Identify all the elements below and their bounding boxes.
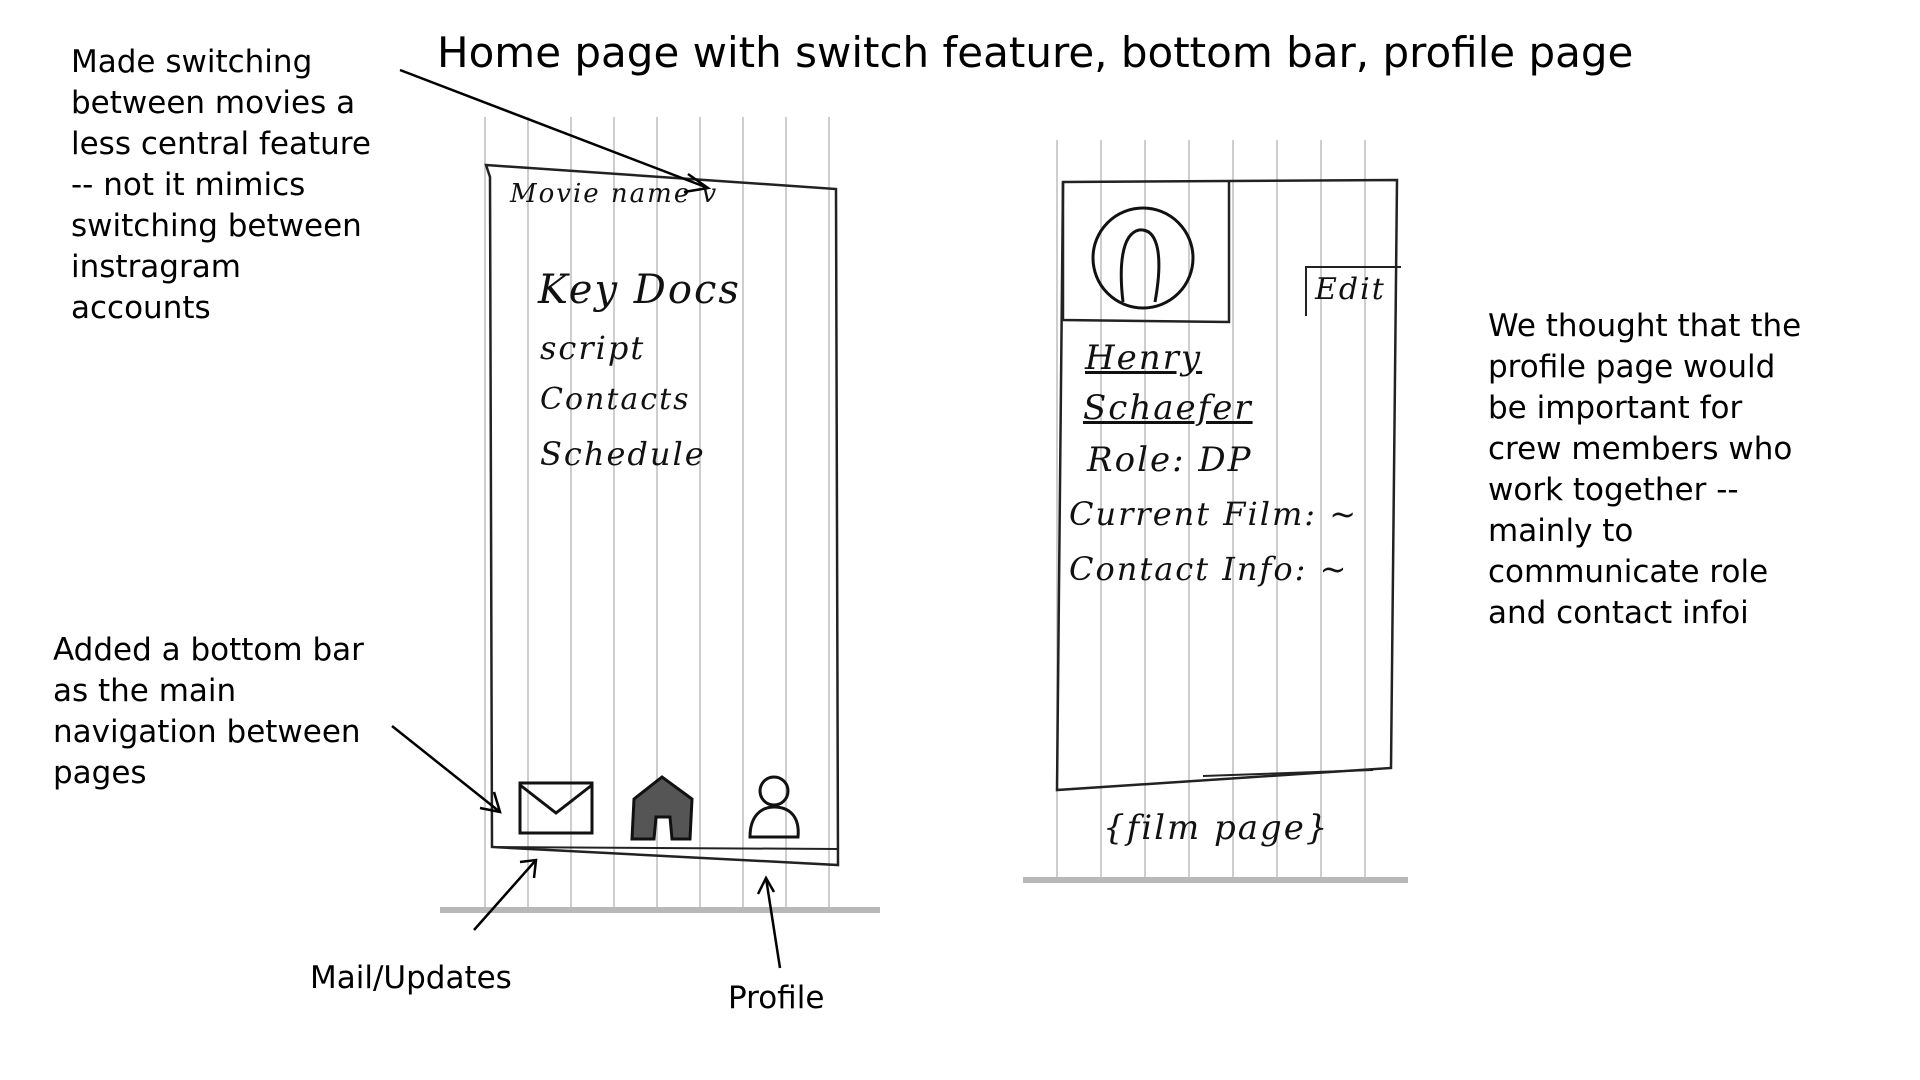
edit-button[interactable]: Edit [1305, 266, 1401, 316]
profile-first-name: Henry [1085, 338, 1203, 378]
bottom-bar-note: Added a bottom bar as the main navigatio… [53, 632, 364, 791]
page-title: Home page with switch feature, bottom ba… [437, 28, 1634, 77]
key-docs-heading: Key Docs [538, 267, 741, 313]
profile-page-sketch: Edit Henry Schaefer Role: DP Current Fil… [1023, 140, 1408, 877]
movie-switcher[interactable]: Movie name v [510, 179, 719, 209]
home-icon[interactable] [628, 773, 698, 843]
switch-feature-note: Made switching between movies a less cen… [71, 44, 371, 326]
menu-item-schedule[interactable]: Schedule [540, 435, 706, 473]
mail-updates-label: Mail/Updates [310, 960, 512, 996]
menu-item-script[interactable]: script [540, 329, 646, 367]
film-page-link[interactable]: {film page} [1103, 808, 1330, 848]
avatar [1091, 206, 1195, 310]
mail-icon[interactable] [516, 779, 596, 839]
profile-sketch-lines [1055, 140, 1399, 877]
edit-button-label: Edit [1315, 272, 1386, 307]
profile-label: Profile [728, 980, 825, 1016]
profile-role: Role: DP [1087, 440, 1253, 480]
profile-current-film: Current Film: ~ [1069, 495, 1359, 533]
menu-item-contacts[interactable]: Contacts [540, 382, 691, 417]
profile-contact-info: Contact Info: ~ [1069, 550, 1349, 588]
profile-last-name: Schaefer [1083, 388, 1253, 428]
profile-page-note: We thought that the profile page would b… [1488, 308, 1802, 631]
home-page-sketch: Movie name v Key Docs script Contacts Sc… [440, 117, 880, 907]
person-icon[interactable] [744, 771, 804, 841]
